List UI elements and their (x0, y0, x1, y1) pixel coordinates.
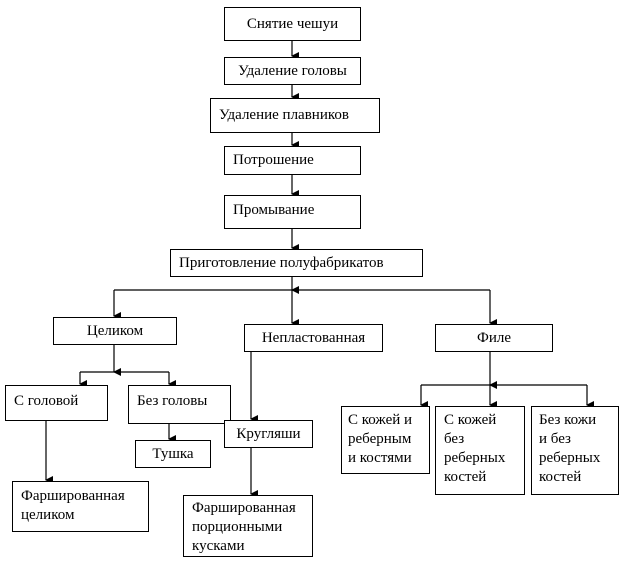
node-stuffed-portions-line-2: порционными (192, 519, 283, 535)
node-semi-products: Приготовление полуфабрикатов (170, 249, 423, 277)
node-skin-no-rib-bones-line-4: костей (444, 469, 487, 485)
node-skin-rib-bones-line-3: и костями (348, 450, 412, 466)
node-headless: Без головы (128, 385, 231, 424)
node-skin-no-rib-bones-line-1: С кожей (444, 412, 497, 428)
node-stuffed-whole-line-1: Фаршированная (21, 488, 125, 504)
node-gutting: Потрошение (224, 146, 361, 175)
node-carcass: Тушка (135, 440, 211, 468)
node-no-skin-no-rib-bones-line-4: костей (539, 469, 582, 485)
node-rounds: Кругляши (224, 420, 313, 448)
node-scale-removal: Снятие чешуи (224, 7, 361, 41)
node-with-head: С головой (5, 385, 108, 421)
node-skin-no-rib-bones-line-2: без (444, 431, 465, 447)
node-whole: Целиком (53, 317, 177, 345)
node-stuffed-portions-line-3: кусками (192, 538, 245, 554)
node-skin-no-rib-bones: С кожей без реберных костей (435, 406, 525, 495)
node-head-removal: Удаление головы (224, 57, 361, 85)
node-no-skin-no-rib-bones-line-2: и без (539, 431, 571, 447)
node-no-skin-no-rib-bones-line-3: реберных (539, 450, 601, 466)
node-stuffed-portions: Фаршированная порционными кусками (183, 495, 313, 557)
node-stuffed-whole: Фаршированная целиком (12, 481, 149, 532)
node-unfilleted: Непластованная (244, 324, 383, 352)
node-stuffed-whole-line-2: целиком (21, 507, 75, 523)
node-skin-no-rib-bones-line-3: реберных (444, 450, 506, 466)
node-fillet: Филе (435, 324, 553, 352)
node-stuffed-portions-line-1: Фаршированная (192, 500, 296, 516)
node-skin-rib-bones-line-1: С кожей и (348, 412, 413, 428)
node-no-skin-no-rib-bones-line-1: Без кожи (539, 412, 597, 428)
node-fin-removal: Удаление плавников (210, 98, 380, 133)
node-skin-rib-bones: С кожей и реберным и костями (341, 406, 430, 474)
node-washing: Промывание (224, 195, 361, 229)
node-skin-rib-bones-line-2: реберным (348, 431, 412, 447)
node-no-skin-no-rib-bones: Без кожи и без реберных костей (531, 406, 619, 495)
